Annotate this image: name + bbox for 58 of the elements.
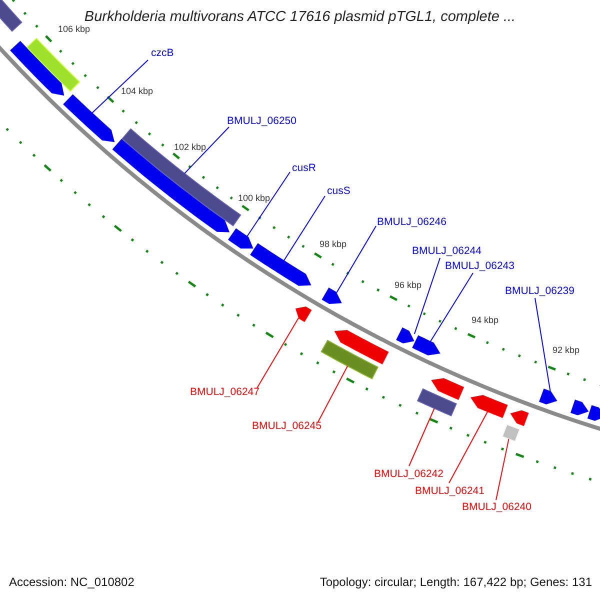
gene-label: BMULJ_06245 (252, 420, 322, 432)
leader-line (283, 196, 326, 262)
scale-label: 92 kbp (552, 345, 580, 355)
feature-band (416, 388, 457, 416)
accession-text: Accession: NC_010802 (9, 575, 134, 589)
scale-label: 94 kbp (471, 315, 499, 325)
gene-label: czcB (151, 47, 174, 59)
gene-label: BMULJ_06243 (445, 260, 514, 272)
scale-label: 98 kbp (319, 239, 347, 249)
leader-line (430, 272, 474, 342)
scale-label: 96 kbp (394, 280, 422, 290)
scale-label: 100 kbp (238, 193, 270, 203)
gene-feature (250, 243, 312, 286)
gene-feature (510, 410, 529, 426)
scale-label: 106 kbp (58, 24, 90, 34)
gene-label: cusR (292, 162, 316, 174)
leader-line (336, 226, 376, 294)
gene-feature (538, 388, 558, 404)
leader-line (256, 317, 300, 388)
gene-feature (570, 400, 589, 416)
gene-label: BMULJ_06250 (227, 115, 296, 127)
gene-feature (322, 288, 342, 304)
gene-feature (396, 327, 414, 344)
gene-label: BMULJ_06241 (415, 485, 484, 497)
gene-feature (587, 405, 600, 421)
leader-line (408, 408, 435, 466)
gene-label: BMULJ_06246 (377, 216, 446, 228)
gene-label: cusS (327, 185, 350, 197)
gene-label: BMULJ_06247 (190, 386, 260, 398)
feature-band (0, 0, 22, 32)
genome-summary-text: Topology: circular; Length: 167,422 bp; Genes: 131 (320, 575, 592, 589)
leader-line (496, 438, 510, 500)
gene-feature (10, 40, 64, 96)
gene-feature (63, 94, 115, 142)
map-title: Burkholderia multivorans ATCC 17616 plasmid pTGL1, complete ... (83, 9, 517, 26)
scale-label: 104 kbp (120, 86, 154, 96)
gene-label: BMULJ_06239 (505, 285, 574, 297)
gene-feature (112, 138, 230, 232)
leader-line (448, 410, 488, 484)
leader-line (414, 258, 440, 334)
leader-line (92, 60, 148, 114)
gene-label: BMULJ_06240 (462, 501, 532, 513)
gene-label: BMULJ_06242 (374, 468, 444, 480)
feature-band (320, 340, 379, 380)
gene-feature (431, 378, 464, 400)
gene-feature (470, 394, 508, 418)
gene-label: BMULJ_06244 (412, 245, 482, 257)
feature-band (26, 38, 80, 92)
scale-label: 102 kbp (174, 142, 206, 152)
gene-feature (295, 306, 312, 322)
gene-feature (412, 335, 440, 356)
feature-band (502, 424, 520, 442)
leader-line (246, 172, 290, 237)
gene-feature (334, 330, 389, 364)
leader-line (184, 126, 230, 174)
leader-line (534, 298, 551, 392)
leader-line (318, 366, 348, 422)
gene-feature (228, 228, 254, 249)
